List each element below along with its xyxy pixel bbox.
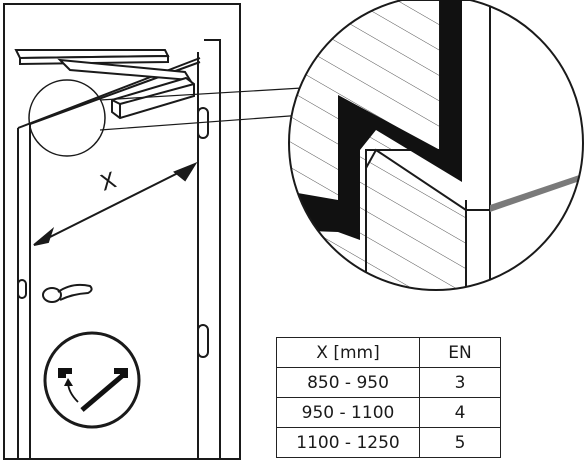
detail-circle bbox=[28, 79, 106, 157]
table-row: 850 - 950 3 bbox=[276, 367, 501, 398]
table-row: 1100 - 1250 5 bbox=[276, 427, 501, 458]
cell-en-size: 5 bbox=[419, 427, 501, 458]
table-header-row: X [mm] EN bbox=[276, 337, 501, 368]
table-row: 950 - 1100 4 bbox=[276, 397, 501, 428]
dimension-x-arrow bbox=[33, 161, 198, 246]
leader-lines bbox=[99, 87, 304, 131]
header-x-mm: X [mm] bbox=[276, 337, 420, 368]
hinges bbox=[197, 107, 209, 358]
magnified-detail bbox=[288, 0, 584, 291]
en-size-table: X [mm] EN 850 - 950 3 950 - 1100 4 1100 … bbox=[276, 337, 501, 458]
cell-en-size: 4 bbox=[419, 397, 501, 428]
cell-en-size: 3 bbox=[419, 367, 501, 398]
seal-profile bbox=[338, 0, 462, 240]
door-closer bbox=[14, 49, 195, 120]
cell-x-range: 950 - 1100 bbox=[276, 397, 420, 428]
cell-x-range: 1100 - 1250 bbox=[276, 427, 420, 458]
rotation-direction-icon bbox=[43, 331, 141, 429]
header-en: EN bbox=[419, 337, 501, 368]
door-handle-icon bbox=[17, 279, 93, 303]
cell-x-range: 850 - 950 bbox=[276, 367, 420, 398]
